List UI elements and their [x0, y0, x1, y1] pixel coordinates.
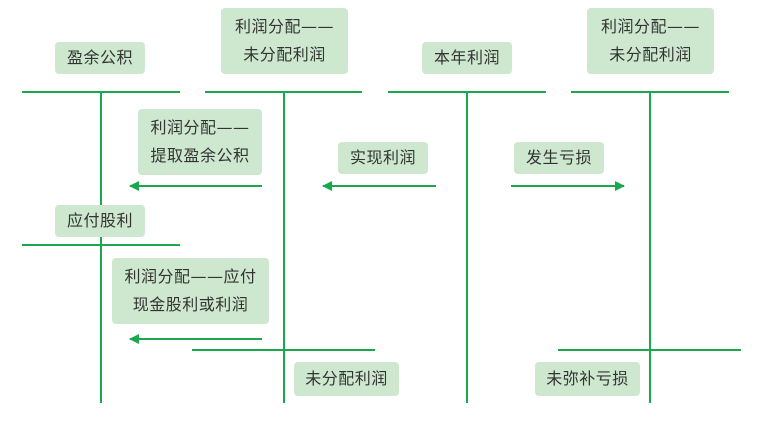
- entry-extract-surplus: 利润分配—— 提取盈余公积: [138, 109, 262, 175]
- account-current-year-profit: 本年利润: [422, 42, 512, 74]
- account-profit-distribution-2: 利润分配—— 未分配利润: [587, 8, 714, 74]
- balance-undistributed-profit: 未分配利润: [294, 362, 399, 396]
- account-surplus-reserve: 盈余公积: [55, 42, 145, 74]
- account-surplus-reserve-label: 盈余公积: [66, 48, 133, 67]
- entry-extract-surplus-line1: 利润分配——: [150, 118, 250, 137]
- account-profit-distribution-2-line1: 利润分配——: [600, 17, 700, 36]
- balance-uncovered-loss-label: 未弥补亏损: [546, 369, 629, 388]
- account-profit-distribution: 利润分配—— 未分配利润: [221, 8, 348, 74]
- entry-cash-dividends-line2: 现金股利或利润: [132, 295, 249, 314]
- entry-cash-dividends: 利润分配——应付 现金股利或利润: [112, 258, 269, 324]
- entry-dividends-payable-label: 应付股利: [66, 211, 133, 230]
- account-profit-distribution-line2: 未分配利润: [243, 45, 326, 64]
- account-profit-distribution-2-line2: 未分配利润: [609, 45, 692, 64]
- entry-incurred-loss-label: 发生亏损: [525, 148, 592, 167]
- balance-uncovered-loss: 未弥补亏损: [535, 362, 640, 396]
- entry-dividends-payable: 应付股利: [55, 205, 145, 237]
- balance-undistributed-profit-label: 未分配利润: [305, 369, 388, 388]
- entry-cash-dividends-line1: 利润分配——应付: [124, 267, 257, 286]
- entry-incurred-loss: 发生亏损: [514, 142, 604, 174]
- account-current-year-profit-label: 本年利润: [433, 48, 500, 67]
- entry-realized-profit-label: 实现利润: [349, 148, 416, 167]
- account-profit-distribution-line1: 利润分配——: [234, 17, 334, 36]
- entry-realized-profit: 实现利润: [338, 142, 428, 174]
- entry-extract-surplus-line2: 提取盈余公积: [150, 146, 250, 165]
